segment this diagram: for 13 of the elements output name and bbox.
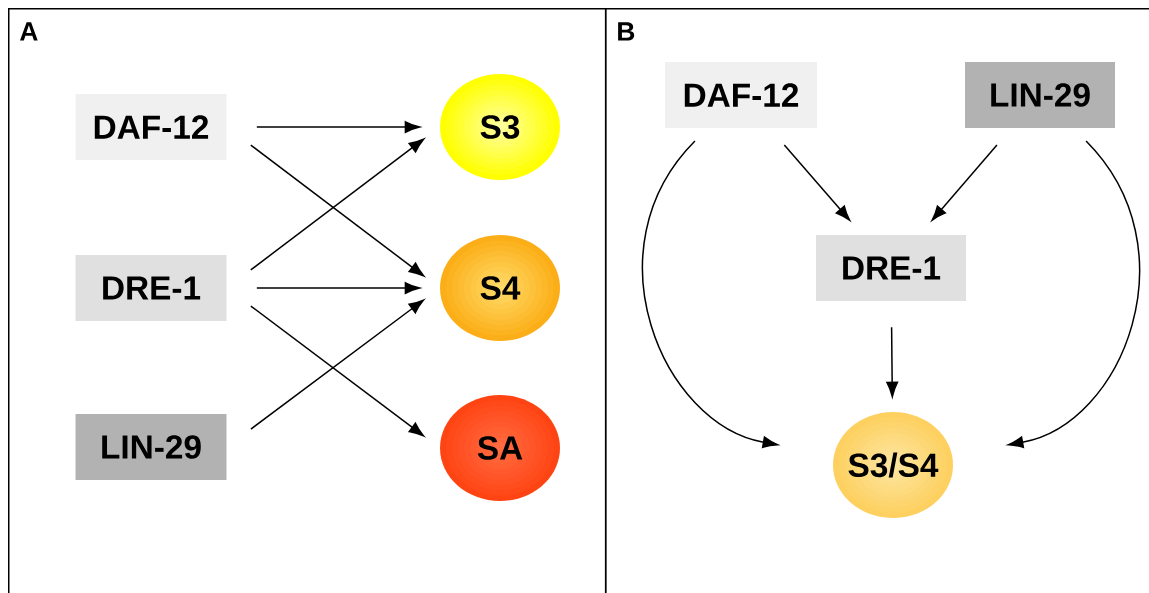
gene-box: DRE-1 (816, 235, 966, 301)
gene-box: LIN-29 (965, 62, 1115, 128)
arrow (886, 326, 899, 398)
arrow (783, 144, 851, 221)
arrow (931, 144, 998, 221)
gene-box: LIN-29 (75, 414, 227, 480)
arrow (256, 121, 421, 133)
gene-box: DAF-12 (75, 94, 227, 160)
arrow (641, 140, 779, 449)
gene-box: DRE-1 (75, 255, 227, 321)
gene-box: DAF-12 (665, 62, 817, 128)
arrow (256, 282, 421, 294)
arrow (1007, 140, 1141, 449)
